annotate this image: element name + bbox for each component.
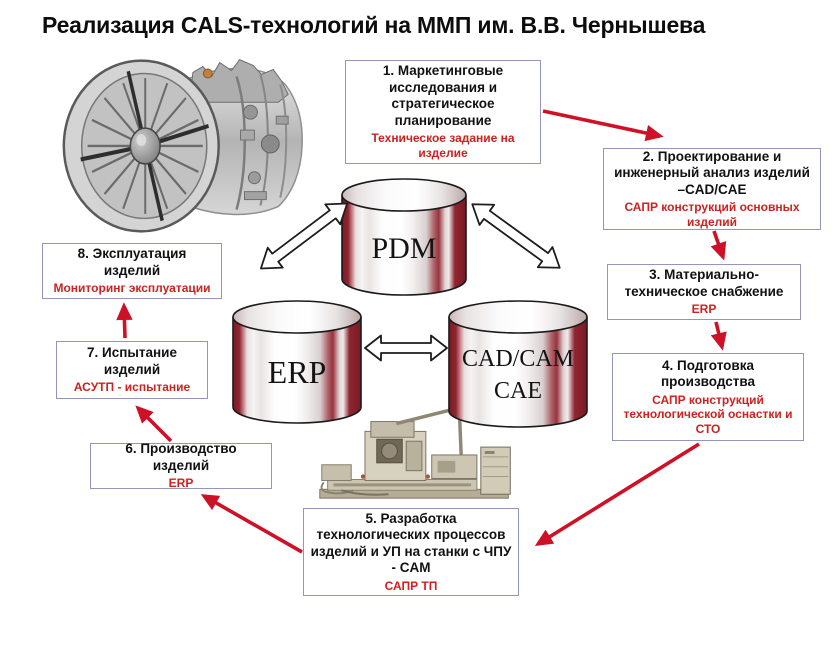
double-arrow-pdm-cadcam (471, 203, 561, 269)
process-box-2-subtitle: САПР конструкций основных изделий (624, 200, 800, 229)
cadcam-cylinder: CAD/CAM CAE (448, 300, 588, 433)
process-box-3-title: 3. Материально-техническое снабжение (624, 267, 784, 299)
process-box-8-subtitle: Мониторинг эксплуатации (53, 281, 211, 296)
process-box-3-subtitle: ERP (691, 302, 717, 317)
process-box-8-title: 8. Эксплуатация изделий (77, 246, 187, 278)
cnc-machine-graphic (319, 406, 511, 499)
cadcam-cylinder-label-bottom: CAE (494, 378, 542, 404)
jet-engine-graphic (62, 59, 303, 233)
pdm-cylinder-label: PDM (371, 232, 436, 265)
process-box-7: 7. Испытание изделий АСУТП - испытание (56, 341, 208, 399)
process-box-4: 4. Подготовка производства САПР конструк… (612, 353, 804, 441)
process-box-6-subtitle: ERP (168, 476, 194, 491)
arrow-4-to-5 (534, 442, 700, 546)
process-box-4-title: 4. Подготовка производства (661, 357, 755, 390)
arrow-6-to-7 (135, 405, 173, 443)
erp-cylinder-label: ERP (268, 354, 327, 390)
process-box-6-title: 6. Производство изделий (125, 441, 237, 473)
cadcam-cylinder-label-top: CAD/CAM (462, 346, 574, 372)
process-box-4-subtitle: САПР конструкций технологической оснастк… (623, 392, 793, 436)
pdm-cylinder: PDM (341, 178, 467, 301)
double-arrow-erp-cadcam (364, 334, 448, 362)
process-box-2-title: 2. Проектирование и инженерный анализ из… (614, 148, 810, 197)
process-box-2: 2. Проектирование и инженерный анализ из… (603, 148, 821, 230)
arrow-7-to-8 (116, 302, 133, 339)
cnc-machine-image (312, 398, 522, 506)
process-box-1-title: 1. Маркетинговые исследования и стратеги… (382, 63, 504, 128)
process-box-3: 3. Материально-техническое снабжение ERP (607, 264, 801, 320)
erp-cylinder: ERP (232, 300, 362, 429)
process-box-5-subtitle: САПР ТП (384, 578, 438, 593)
process-box-1: 1. Маркетинговые исследования и стратеги… (345, 60, 541, 164)
process-box-1-subtitle: Техническое задание на изделие (371, 131, 515, 160)
process-box-5: 5. Разработка технологических процессов … (303, 508, 519, 596)
jet-engine-image (42, 50, 310, 235)
process-box-5-title: 5. Разработка технологических процессов … (310, 510, 512, 576)
process-box-7-subtitle: АСУТП - испытание (73, 380, 191, 395)
process-box-6: 6. Производство изделий ERP (90, 441, 272, 491)
page-title: Реализация CALS-технологий на ММП им. В.… (42, 12, 706, 38)
process-box-8: 8. Эксплуатация изделий Мониторинг экспл… (42, 243, 222, 299)
arrow-1-to-2 (542, 109, 664, 142)
arrow-2-to-3 (710, 230, 727, 261)
process-box-7-title: 7. Испытание изделий (87, 345, 177, 377)
arrow-3-to-4 (710, 321, 727, 351)
arrow-5-to-6 (200, 494, 303, 554)
